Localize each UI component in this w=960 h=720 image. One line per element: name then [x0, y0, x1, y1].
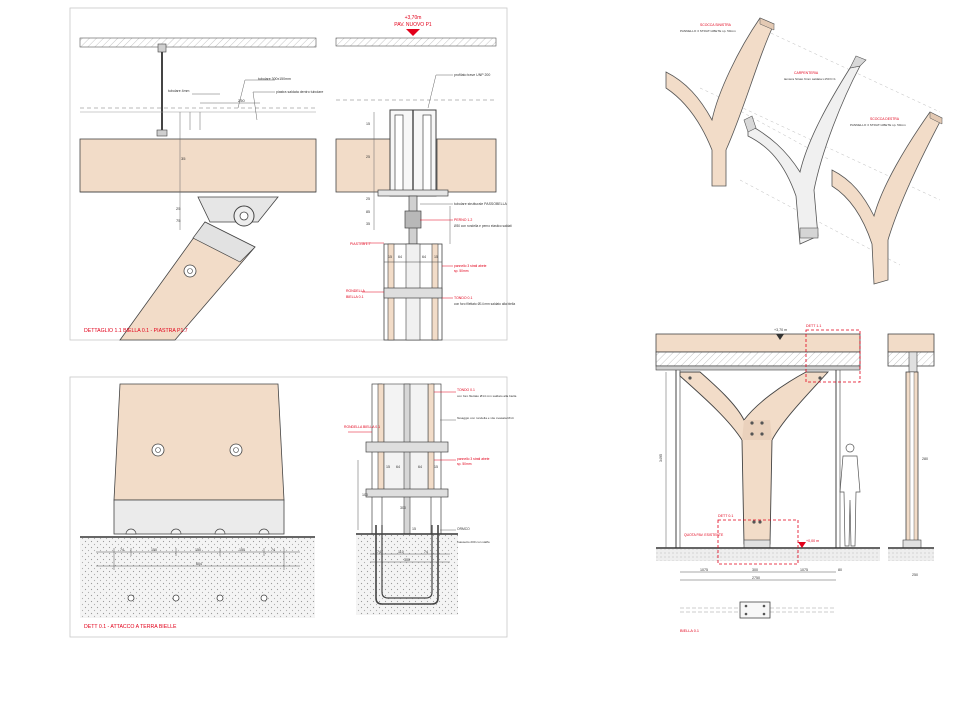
br-dim-3: 15 [434, 465, 438, 469]
br-label-fissaggio: fissaggio con rondella e vite svasata M1… [457, 416, 514, 420]
label-tondo-desc: con foro filettato Ø14 mm saldato alla b… [454, 302, 515, 306]
br-dim-1: 64 [396, 465, 400, 469]
tr-dim-7: 64 [422, 255, 426, 259]
br-dim-5: 300 [400, 506, 406, 510]
br-dim-4: 100 [362, 493, 368, 497]
br-label-cemento: ORMCO [457, 527, 470, 531]
iso-label-right-desc: PANNELLO 3 STRATI ABETE sp. 50mm [850, 123, 906, 127]
elev-dim-h-2: 1075 [800, 568, 808, 572]
elev-dim-v: 3495 [659, 454, 663, 462]
tr-dim-3: 85 [366, 210, 370, 214]
dim-75: 75 [176, 218, 181, 223]
elev-dim-h-1: 300 [752, 568, 758, 572]
caption-detail-1-1: DETTAGLIO 1.1 BIELLA 0.1 - PIASTRA P1.7 [84, 328, 188, 334]
label-piastra-1-7: PIASTRA 1.7 [350, 242, 371, 246]
right-shell [831, 111, 943, 285]
label-tondo: TONDO 0.1 [454, 296, 472, 300]
dim-250: 250 [238, 98, 245, 103]
y-column [679, 371, 830, 545]
bl-dim-0: 74 [120, 548, 124, 552]
label-unp: profilato trave UNP 200 [454, 73, 490, 77]
br-dim-2: 64 [418, 465, 422, 469]
timber-beam [79, 138, 317, 193]
br-label-pannello: pannello 3 strati abete [457, 457, 490, 461]
caption-detail-0-1: DETT 0.1 - ATTACCO A TERRA BIELLE [84, 624, 177, 630]
label-tubolare-pb: tubolare strutturale PASSOBELLA [454, 202, 508, 206]
bl-dim-2: 150 [195, 548, 201, 552]
label-rondella: RONDELLA [346, 289, 366, 293]
bl-dim-1: 150 [151, 548, 157, 552]
br-dim-6: 15 [412, 527, 416, 531]
label-biella: BIELLA 0.1 [346, 295, 364, 299]
tr-dim-8: 15 [434, 255, 438, 259]
panel-elevation: +3,70 m DETT 1.1 DETT 0.1 QUOTA PAV. ESI… [655, 324, 935, 633]
scale-figure [839, 443, 861, 547]
elev-quota-label: QUOTA PAV. ESISTENTE [684, 533, 724, 537]
br-label-pannello-sp: sp. 50mm [457, 462, 472, 466]
dim-25: 25 [176, 206, 181, 211]
br-dim-8: 110 [398, 550, 404, 554]
steel-carpentry [747, 65, 861, 245]
br-label-tondo-desc: con foro filettato Ø14 mm saldato alla b… [457, 394, 517, 398]
label-perno-desc: Ø30 con rondella e perno elastico saldat… [454, 224, 512, 228]
label-pannello: pannello 3 strati abete [454, 264, 487, 268]
iso-label-center-desc: lamiera Strato 6mm saldata L150 h=1 [784, 77, 836, 81]
side-dim-1: 280 [922, 457, 928, 461]
level-label-top: PAV. NUOVO P1 [394, 22, 432, 28]
side-dim-0: 250 [912, 573, 918, 577]
strut-base [113, 383, 285, 501]
tr-dim-4: 35 [366, 222, 370, 226]
br-label-rondella: RONDELLA BIELLA 0.1 [344, 425, 380, 429]
elev-level-bottom: +0,00 m [806, 539, 819, 543]
br-dim-10: 300 [404, 558, 410, 562]
iso-label-right-title: SCOCCA DESTRA [870, 117, 900, 121]
tr-dim-2: 25 [366, 197, 370, 201]
bl-dim-4: 74 [271, 548, 275, 552]
label-piastra: piastra saldata dentro tubolare [276, 90, 323, 94]
label-perno: PERNO 1.2 [454, 218, 472, 222]
br-label-massetto: massetto 200 con staffe [457, 540, 490, 544]
dim-35: 35 [181, 156, 186, 161]
br-dim-0: 15 [386, 465, 390, 469]
tr-dim-5: 15 [388, 255, 392, 259]
panel-detail-0-1: 74 150 150 150 74 604 DETT 0.1 - ATTACCO… [69, 376, 517, 638]
br-dim-7: 74 [377, 550, 381, 554]
iso-label-left-title: SCOCCA SINISTRA [700, 23, 732, 27]
panel-exploded-isometric: SCOCCA SINISTRA PANNELLO 3 STRATI ABETE … [665, 17, 943, 285]
label-pannello-sp: sp. 50mm [454, 269, 469, 273]
elev-detail-bottom: DETT 0.1 [718, 514, 733, 518]
br-label-tondo: TONDO 0.1 [457, 388, 475, 392]
left-shell [665, 17, 775, 187]
elev-biella-label: BIELLA 0.1 [680, 629, 699, 633]
tr-dim-6: 64 [398, 255, 402, 259]
elev-level-top: +3,70 m [774, 328, 787, 332]
label-tubolare: tubolare 300x150mm [258, 77, 291, 81]
bl-dim-3: 150 [239, 548, 245, 552]
elev-dim-h-0: 1075 [700, 568, 708, 572]
iso-label-left-desc: PANNELLO 3 STRATI ABETE sp. 50mm [680, 29, 736, 33]
level-value-top: +3,70m [405, 15, 422, 21]
br-dim-9: 74 [424, 550, 428, 554]
iso-label-center-title: CARPENTERIA [794, 71, 819, 75]
tr-dim-1: 25 [366, 155, 370, 159]
bl-dim-5: 604 [196, 562, 202, 566]
panel-detail-1-1: tubolare 300x150mm piastra saldata dentr… [69, 7, 515, 341]
tr-dim-0: 15 [366, 122, 370, 126]
elev-dim-h-3: 80 [838, 568, 842, 572]
elev-detail-top: DETT 1.1 [806, 324, 821, 328]
elev-dim-total: 2750 [752, 576, 760, 580]
label-tabs: tubolare 4mm [168, 89, 189, 93]
